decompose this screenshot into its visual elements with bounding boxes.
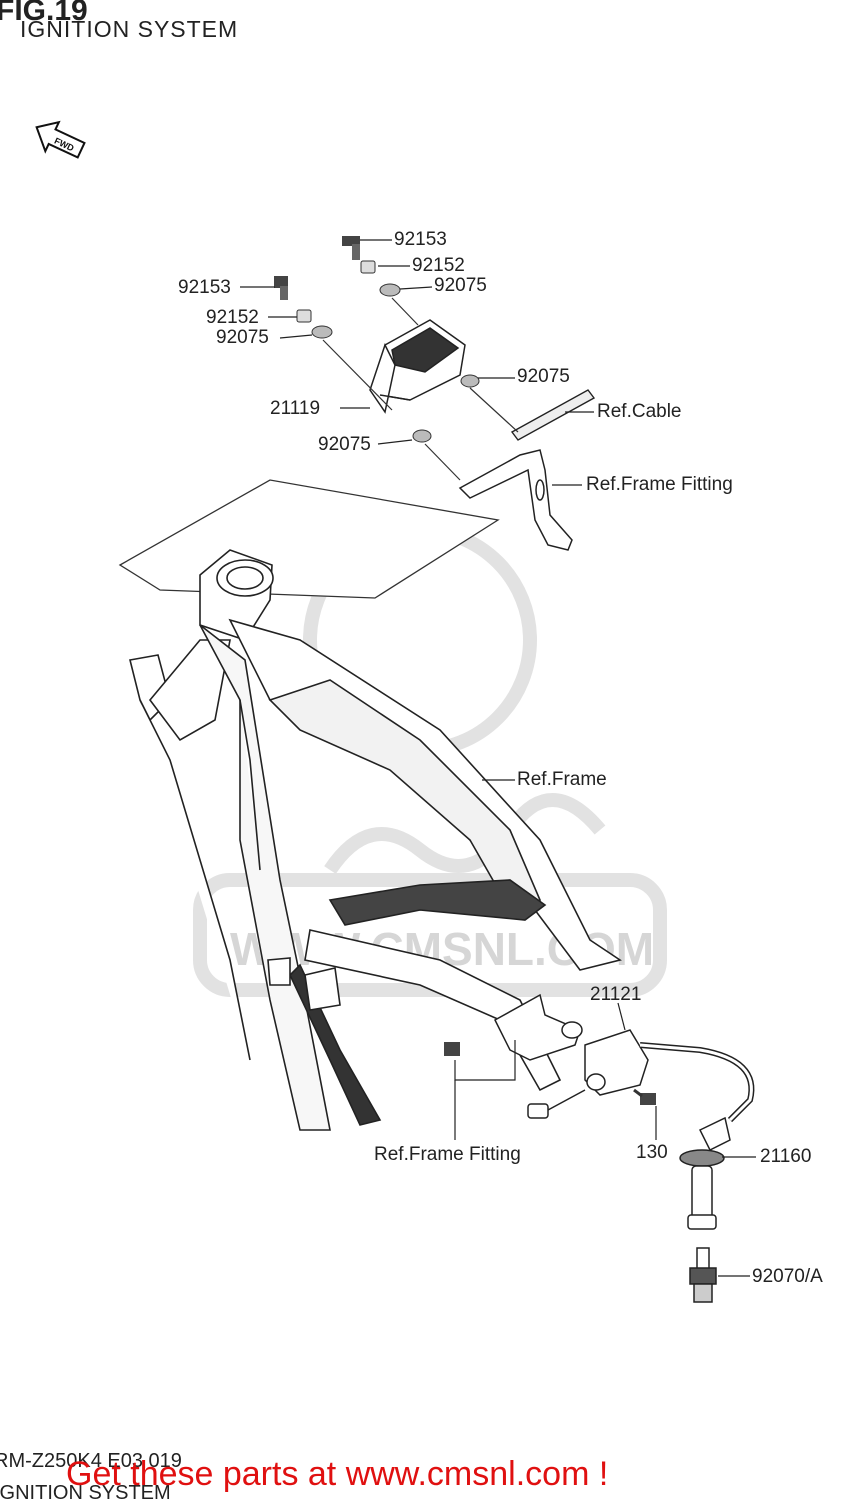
footer-title: IGNITION SYSTEM	[0, 1482, 171, 1504]
part-label-92152-left[interactable]: 92152	[206, 307, 259, 328]
spark-plug-cap-21160	[679, 1116, 731, 1230]
part-label-21160[interactable]: 21160	[760, 1146, 812, 1167]
part-label-ref-frame[interactable]: Ref.Frame	[517, 769, 607, 790]
part-label-ref-cable[interactable]: Ref.Cable	[597, 401, 682, 422]
bolt-frame-fitting	[444, 1042, 460, 1056]
grommet-92075-lower	[412, 429, 432, 443]
part-label-92153-left[interactable]: 92153	[178, 277, 231, 298]
part-label-92075-top[interactable]: 92075	[434, 275, 487, 296]
label-leaders	[240, 239, 756, 1277]
spark-plug-92070a	[689, 1247, 717, 1303]
mounting-plane-outline	[118, 479, 500, 599]
collar-92152-top	[360, 260, 376, 274]
part-label-21121[interactable]: 21121	[590, 984, 642, 1005]
part-label-92152-top[interactable]: 92152	[412, 255, 465, 276]
part-label-130[interactable]: 130	[636, 1142, 668, 1163]
grommet-92075-left	[311, 325, 333, 339]
promo-link[interactable]: Get these parts at www.cmsnl.com !	[66, 1455, 609, 1493]
part-label-92070a[interactable]: 92070/A	[752, 1266, 823, 1287]
bolt-92153-top	[342, 236, 360, 260]
part-label-92153-top[interactable]: 92153	[394, 229, 447, 250]
figure-number: FIG.19	[0, 0, 88, 27]
collar-92152-left	[296, 309, 312, 323]
footer-diagram-code: RM-Z250K4 E03 019	[0, 1450, 182, 1472]
forward-arrow-icon: FWD	[35, 120, 86, 159]
cdi-unit-21119	[369, 319, 466, 414]
part-label-92075-left[interactable]: 92075	[216, 327, 269, 348]
assembly-lines	[322, 297, 519, 481]
bolt-92153-left	[274, 276, 288, 300]
part-label-21119[interactable]: 21119	[270, 398, 321, 419]
motorcycle-frame	[129, 549, 622, 1131]
cable-ref	[510, 389, 596, 441]
bolt-130	[633, 1088, 656, 1105]
part-label-ref-frame-fitting-bottom[interactable]: Ref.Frame Fitting	[374, 1144, 521, 1165]
grommet-92075-right	[460, 374, 480, 388]
grommet-92075-top	[379, 283, 401, 297]
part-label-92075-lower[interactable]: 92075	[318, 434, 371, 455]
frame-fitting-bracket-top	[458, 449, 573, 551]
part-label-92075-right[interactable]: 92075	[517, 366, 570, 387]
part-label-ref-frame-fitting-top[interactable]: Ref.Frame Fitting	[586, 474, 733, 495]
ignition-coil-21121	[494, 993, 755, 1123]
page-title: IGNITION SYSTEM	[20, 16, 239, 42]
